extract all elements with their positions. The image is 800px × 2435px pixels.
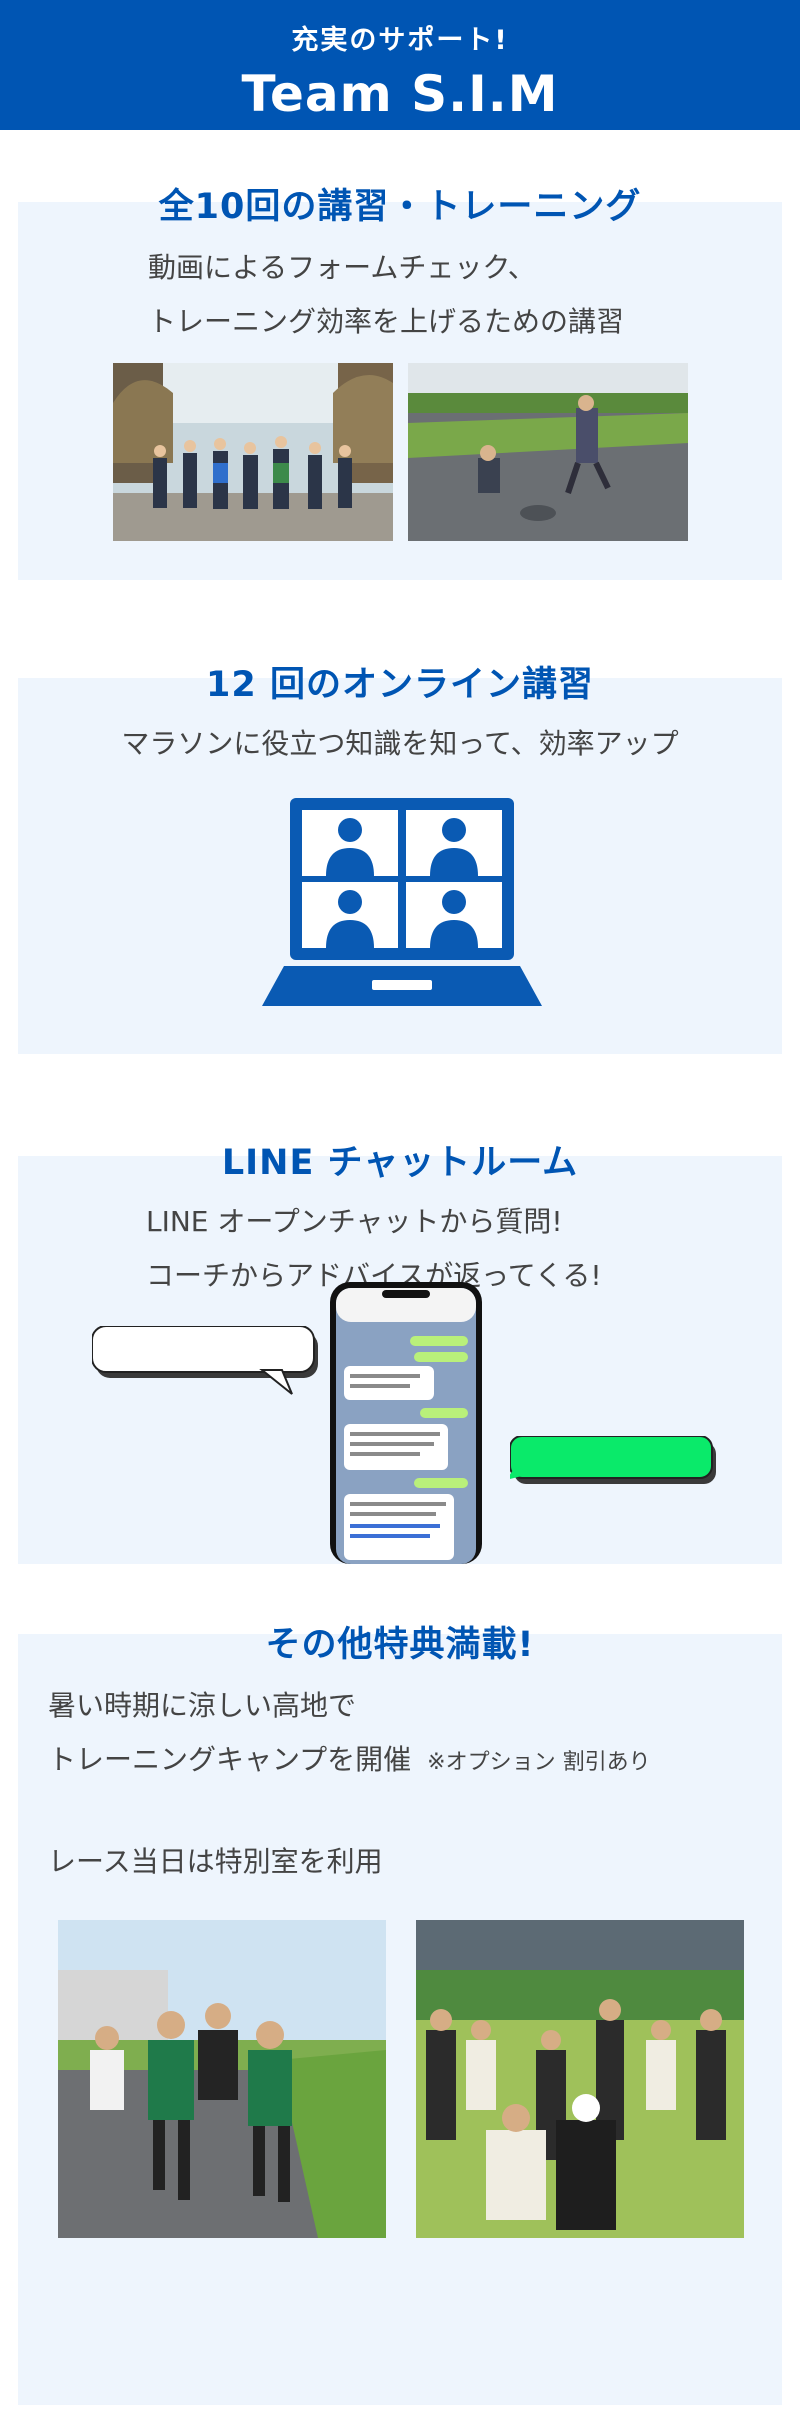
section-online-text-1: マラソンに役立つ知識を知って、効率アップ bbox=[121, 727, 679, 760]
header-title: Team S.I.M bbox=[241, 65, 559, 123]
speech-bubble-white-icon bbox=[91, 1325, 322, 1396]
section-training: 全10回の講習・トレーニング 動画によるフォームチェック、 トレーニング効率を上… bbox=[0, 130, 800, 608]
section-training-text-2: トレーニング効率を上げるための講習 bbox=[148, 305, 625, 338]
group-running-photo bbox=[113, 363, 393, 541]
team-running-photo bbox=[58, 1920, 386, 2238]
section-benefits-text-2: トレーニングキャンプを開催 bbox=[48, 1743, 412, 1776]
section-benefits-note: ※オプション 割引あり bbox=[427, 1750, 651, 1775]
header-subtitle: 充実のサポート! bbox=[291, 25, 509, 56]
section-benefits-title: その他特典満載! bbox=[265, 1625, 535, 1665]
section-online-title: 12 回のオンライン講習 bbox=[206, 665, 594, 705]
section-training-text-1: 動画によるフォームチェック、 bbox=[148, 251, 536, 284]
group-stretching-photo bbox=[416, 1920, 744, 2238]
section-line-text-1: LINE オープンチャットから質問! bbox=[146, 1205, 563, 1238]
page-header: 充実のサポート! Team S.I.M bbox=[0, 0, 800, 130]
section-benefits: その他特典満載! 暑い時期に涼しい高地で トレーニングキャンプを開催 ※オプション… bbox=[0, 1564, 800, 2435]
section-line-title: LINE チャットルーム bbox=[221, 1143, 579, 1183]
section-training-title: 全10回の講習・トレーニング bbox=[158, 187, 642, 227]
section-online: 12 回のオンライン講習 マラソンに役立つ知識を知って、効率アップ bbox=[0, 608, 800, 1086]
section-benefits-text-1: 暑い時期に涼しい高地で bbox=[48, 1689, 357, 1722]
section-line: LINE チャットルーム LINE オープンチャットから質問! コーチからアドバ… bbox=[0, 1086, 800, 1564]
laptop-video-call-icon bbox=[262, 798, 542, 1008]
form-check-photo bbox=[408, 363, 688, 541]
speech-bubble-green-icon bbox=[506, 1435, 718, 1486]
smartphone-chat-screenshot bbox=[330, 1282, 482, 1564]
section-benefits-text-3: レース当日は特別室を利用 bbox=[48, 1845, 383, 1878]
section-benefits-text-2-wrap: トレーニングキャンプを開催 ※オプション 割引あり bbox=[48, 1734, 651, 1789]
